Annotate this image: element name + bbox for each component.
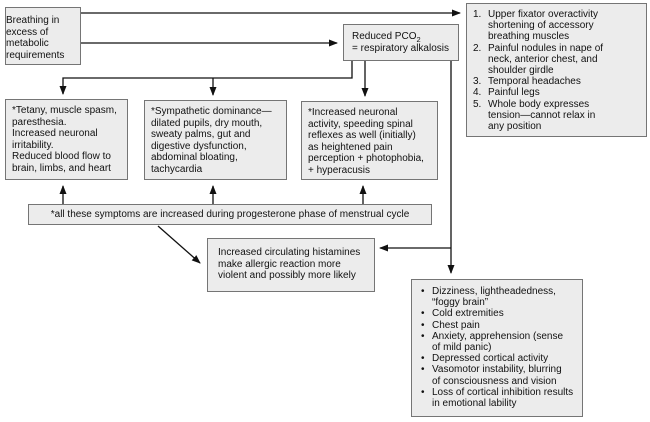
pco2-line2: = respiratory alkalosis — [352, 42, 449, 54]
list-text: Dizziness, lightheadedness, “foggy brain… — [432, 286, 556, 309]
bullet-icon: • — [421, 319, 425, 331]
box-tetany: *Tetany, muscle spasm, paresthesia. Incr… — [5, 99, 128, 180]
bullet-icon: • — [421, 353, 425, 365]
pco2-subscript: 2 — [416, 35, 421, 44]
list-number: 1. — [473, 9, 482, 20]
list-item: • Anxiety, apprehension (sense of mild p… — [421, 331, 580, 353]
bullet-icon: • — [421, 330, 425, 342]
box-upper-fixator-list: 1. Upper fixator overactivity shortening… — [466, 3, 647, 137]
box-breathing-excess: Breathing in excess of metabolic require… — [5, 7, 81, 65]
list-text: Anxiety, apprehension (sense of mild pan… — [432, 330, 564, 354]
bullet-icon: • — [421, 386, 425, 398]
bullet-icon: • — [421, 364, 425, 376]
list-number: 5. — [473, 98, 482, 110]
list-item: 2. Painful nodules in nape of neck, ante… — [473, 43, 643, 77]
list-number: 2. — [473, 42, 482, 54]
bullet-icon: • — [421, 286, 425, 297]
box-cortical-symptoms-list: • Dizziness, lightheadedness, “foggy bra… — [411, 279, 583, 417]
list-item: • Cold extremities — [421, 308, 580, 319]
list-item: • Loss of cortical inhibition results in… — [421, 387, 580, 409]
list-text: Loss of cortical inhibition results in e… — [432, 386, 574, 410]
box-sympathetic-dominance: *Sympathetic dominance— dilated pupils, … — [144, 100, 287, 180]
arrow-pco2-to-tetany — [59, 60, 353, 95]
list-item: 1. Upper fixator overactivity shortening… — [473, 9, 643, 43]
list-text: Painful legs — [488, 87, 540, 99]
list-number: 3. — [473, 76, 482, 88]
box-increased-neuronal-activity: *Increased neuronal activity, speeding s… — [301, 101, 438, 180]
list-text: Vasomotor instability, blurring of consc… — [432, 364, 562, 387]
list-text: Upper fixator overactivity shortening of… — [488, 9, 599, 43]
box-histamines: Increased circulating histamines make al… — [207, 238, 375, 292]
list-item: • Vasomotor instability, blurring of con… — [421, 364, 580, 386]
list-item: • Chest pain — [421, 320, 580, 331]
list-number: 4. — [473, 87, 482, 99]
box-reduced-pco2: Reduced PCO2 = respiratory alkalosis — [343, 24, 459, 61]
list-item: • Depressed cortical activity — [421, 353, 580, 364]
bullet-icon: • — [421, 308, 425, 320]
list-text: Chest pain — [432, 319, 480, 331]
list-item: 4. Painful legs — [473, 87, 643, 98]
box-menstrual-cycle-note: *all these symptoms are increased during… — [28, 204, 432, 225]
list-text: Cold extremities — [432, 308, 504, 320]
list-item: • Dizziness, lightheadedness, “foggy bra… — [421, 286, 580, 308]
list-text: Depressed cortical activity — [432, 353, 549, 365]
list-text: Whole body expresses tension—cannot rela… — [488, 98, 596, 133]
list-item: 3. Temporal headaches — [473, 76, 643, 87]
pco2-line1: Reduced PCO2 — [352, 31, 421, 44]
list-item: 5. Whole body expresses tension—cannot r… — [473, 99, 643, 133]
arrow-menstrual-to-histamines — [157, 225, 201, 264]
list-text: Temporal headaches — [488, 76, 581, 88]
list-text: Painful nodules in nape of neck, anterio… — [488, 42, 604, 77]
